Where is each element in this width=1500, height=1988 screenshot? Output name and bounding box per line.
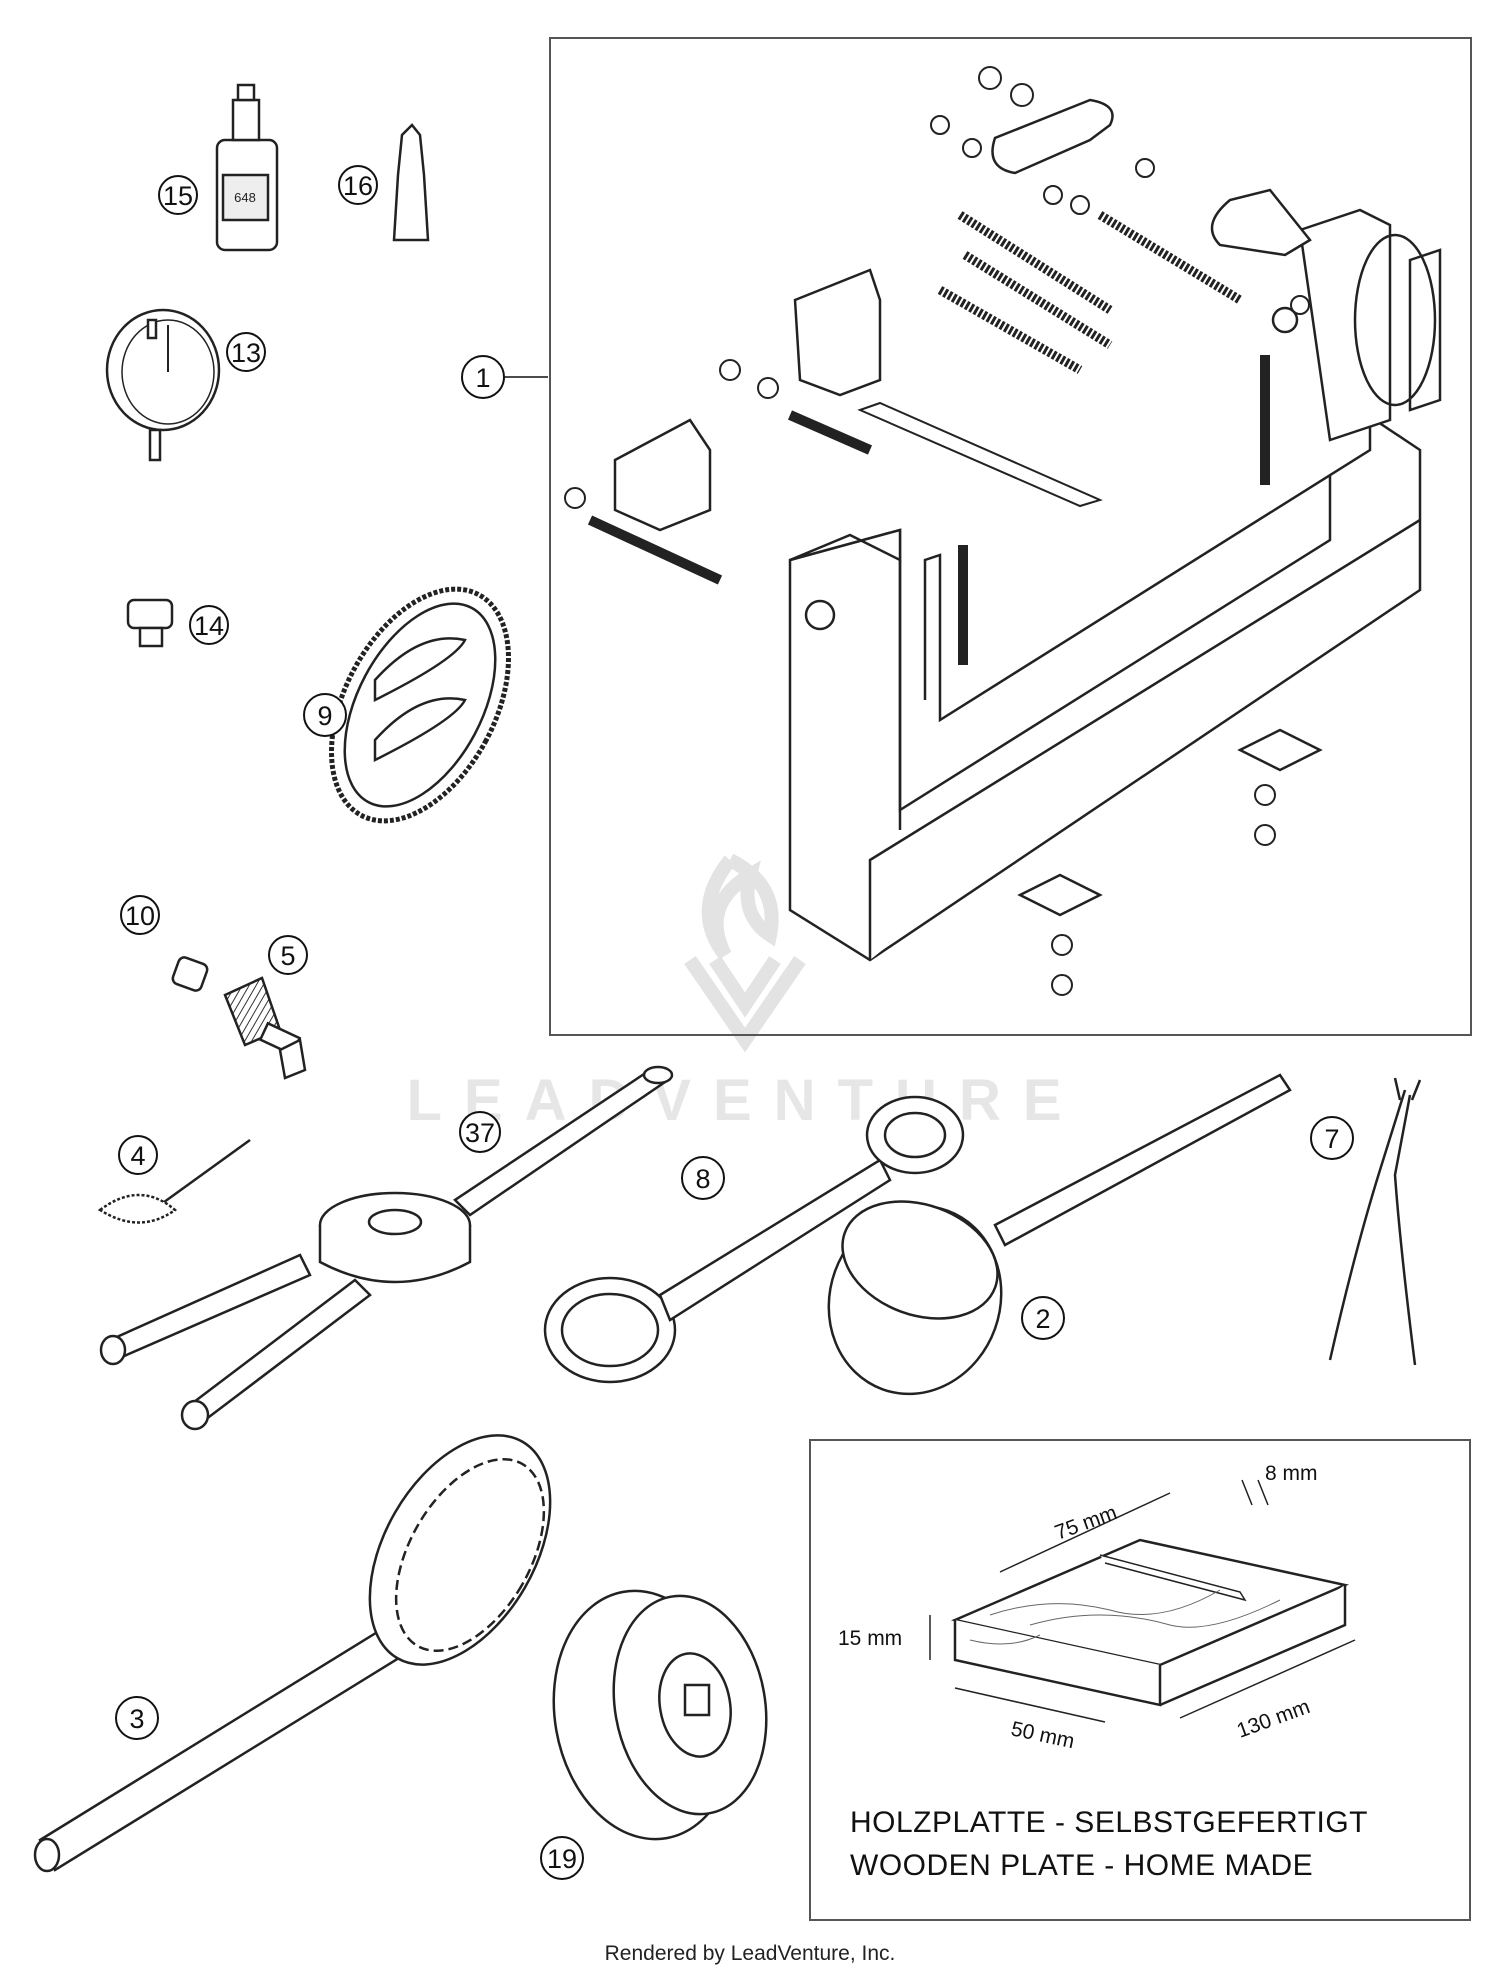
part-15-loctite-bottle: 648 (215, 83, 279, 252)
callout-19: 19 (540, 1836, 584, 1880)
svg-text:8: 8 (695, 1164, 710, 1194)
callouts: 15 16 1 13 14 9 10 5 4 37 8 7 2 3 19 (115, 165, 1354, 1880)
part-7-circlip-pliers (1328, 1077, 1422, 1366)
callout-9: 9 (303, 693, 347, 737)
svg-text:16: 16 (343, 171, 373, 201)
part-10-bushing (171, 956, 209, 992)
watermark-logo-icon (684, 853, 806, 1053)
callout-16: 16 (338, 165, 378, 205)
footer-credit: Rendered by LeadVenture, Inc. (604, 1942, 896, 1965)
dimension-15: 15 mm (838, 1627, 902, 1650)
part-2-holding-ring-tool (827, 1073, 1292, 1396)
callout-2: 2 (1021, 1296, 1065, 1340)
part-8-holding-wrench (543, 1095, 965, 1384)
part-4-pin-tool (97, 1138, 251, 1224)
callout-7: 7 (1310, 1116, 1354, 1160)
svg-text:1: 1 (475, 363, 490, 393)
svg-text:9: 9 (317, 701, 332, 731)
part-9-degree-disc (329, 586, 511, 824)
callout-4: 4 (118, 1135, 158, 1175)
part-37-crankshaft-puller (99, 1065, 674, 1431)
part-3-clutch-holder (33, 1434, 552, 1873)
svg-text:37: 37 (465, 1118, 495, 1148)
callout-14: 14 (189, 605, 229, 645)
part-1-engine-stand (549, 37, 1472, 1036)
wooden-plate-drawing (950, 1538, 1350, 1707)
svg-text:19: 19 (547, 1844, 577, 1874)
callout-1: 1 (461, 355, 548, 399)
part-16-sealant-tube (392, 123, 430, 242)
part-19-flywheel-puller (552, 1589, 768, 1841)
wooden-plate-inset: 75 mm 8 mm 15 mm 130 mm 50 mm HOLZPLATTE… (809, 1439, 1471, 1921)
svg-text:13: 13 (231, 338, 261, 368)
svg-text:4: 4 (130, 1141, 145, 1171)
callout-10: 10 (120, 895, 160, 935)
svg-text:10: 10 (125, 901, 155, 931)
part-5-puller-screw (223, 976, 307, 1080)
callout-3: 3 (115, 1696, 159, 1740)
callout-13: 13 (226, 332, 266, 372)
watermark-text: LEADVENTURE (406, 1068, 1083, 1133)
part-14-adapter (126, 598, 174, 648)
bottle-label: 648 (234, 190, 256, 205)
callout-15: 15 (158, 175, 198, 215)
dimension-lines (929, 1479, 1356, 1723)
svg-text:3: 3 (129, 1704, 144, 1734)
callout-8: 8 (681, 1156, 725, 1200)
svg-text:2: 2 (1035, 1304, 1050, 1334)
dimension-8: 8 mm (1265, 1462, 1318, 1485)
svg-text:15: 15 (163, 181, 193, 211)
svg-text:14: 14 (194, 611, 224, 641)
watermark: LEADVENTURE (406, 853, 1083, 1133)
svg-text:5: 5 (280, 941, 295, 971)
caption-german: HOLZPLATTE - SELBSTGEFERTIGT (850, 1806, 1368, 1839)
callout-37: 37 (459, 1111, 501, 1153)
part-13-dial-gauge (105, 308, 221, 462)
callout-5: 5 (268, 935, 308, 975)
caption-english: WOODEN PLATE - HOME MADE (850, 1849, 1313, 1882)
svg-text:7: 7 (1324, 1124, 1339, 1154)
